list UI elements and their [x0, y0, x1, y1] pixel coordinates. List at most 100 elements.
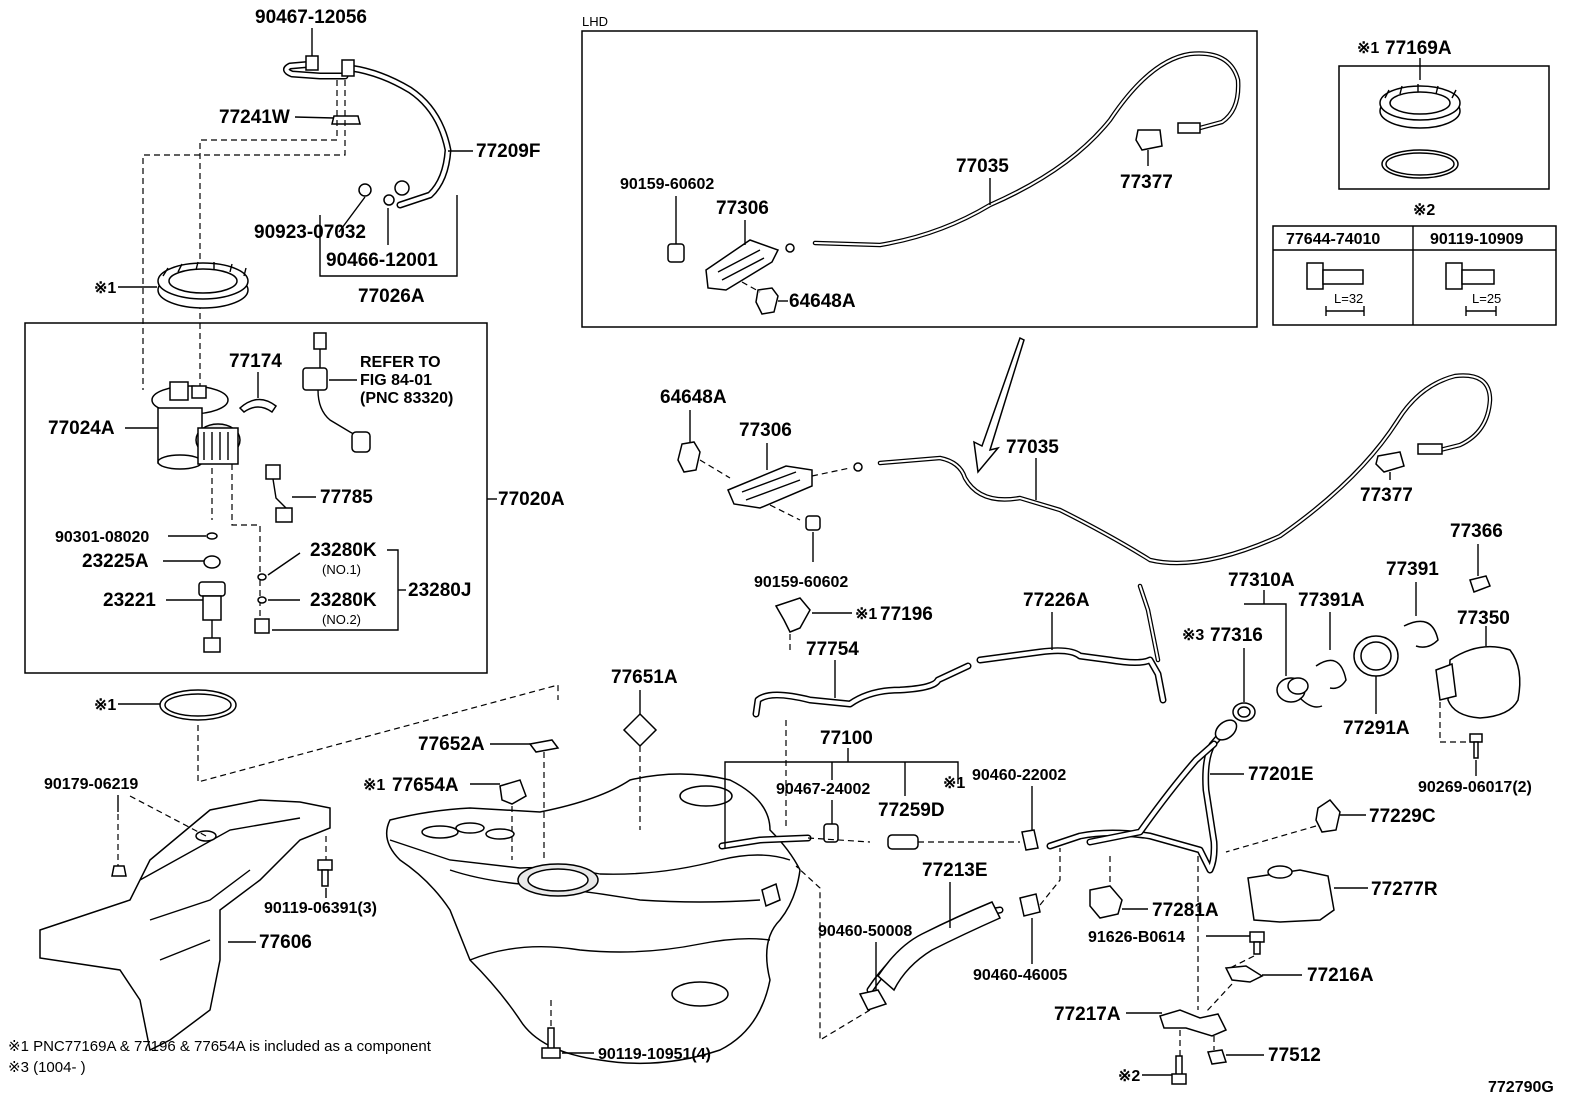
refer-to-line-2: FIG 84-01 [360, 372, 432, 389]
opener-cable-main [853, 373, 1493, 566]
bolt-table-box [1272, 225, 1557, 326]
lhd-inset-box [581, 30, 1258, 328]
hose-77259d [887, 834, 919, 850]
label-77169a: 77169A [1385, 38, 1452, 59]
label-90159-60602: 90159-60602 [754, 574, 848, 591]
note-2-box: ※2 [1413, 202, 1435, 219]
screw-90269-06017 [1469, 733, 1483, 759]
filler-pipe-77201e [1046, 719, 1238, 874]
figure-code: 772790G [1488, 1079, 1554, 1096]
label-64648a-lhd: 64648A [789, 291, 856, 312]
pump-assembly-box [24, 322, 488, 674]
clip-small [383, 194, 395, 206]
bracket-77217a [1159, 1009, 1228, 1037]
note-1-77169a: ※1 [1357, 40, 1379, 57]
clip-77229c [1315, 799, 1341, 833]
note-1-oring: ※1 [94, 697, 116, 714]
footnote-3: ※3 (1004- ) [8, 1059, 86, 1076]
label-23280k-no1: 23280K [310, 540, 377, 561]
clip-77196 [774, 597, 811, 633]
bolt-note-2 [1171, 1055, 1187, 1085]
label-23280j: 23280J [408, 580, 471, 601]
label-23280k-no2: 23280K [310, 590, 377, 611]
tube-77226a [976, 583, 1167, 704]
label-77196: 77196 [880, 604, 933, 625]
clip-64648a-lhd [755, 287, 779, 315]
label-77217a: 77217A [1054, 1004, 1121, 1025]
clip-64648a [677, 441, 701, 473]
tube-clip [305, 55, 319, 71]
bracket-77216a [1224, 965, 1264, 983]
label-77512: 77512 [1268, 1045, 1321, 1066]
label-77654a: 77654A [392, 775, 459, 796]
label-no2: (NO.2) [322, 612, 361, 627]
label-77259d: 77259D [878, 800, 945, 821]
nut-90179 [111, 865, 127, 877]
hose-77213e [866, 901, 1004, 994]
label-l25: L=25 [1472, 291, 1501, 306]
bolt-77644-74010 [1306, 262, 1365, 316]
label-plate-77651a [622, 712, 658, 748]
label-90269-06017: 90269-06017(2) [1418, 779, 1532, 796]
label-77035: 77035 [1006, 437, 1059, 458]
label-90467-12056: 90467-12056 [255, 7, 367, 28]
label-77316: 77316 [1210, 625, 1263, 646]
label-90119-10909: 90119-10909 [1430, 231, 1524, 248]
note-3-77316: ※3 [1182, 627, 1204, 644]
bolt-90159-60602 [769, 504, 821, 531]
clamp-77281a [1089, 885, 1123, 919]
refer-to-line-3: (PNC 83320) [360, 390, 453, 407]
label-77366: 77366 [1450, 521, 1503, 542]
opener-lever-77306 [727, 465, 813, 509]
label-23225a: 23225A [82, 551, 149, 572]
fuel-pump-tube-assembly [283, 55, 452, 209]
label-77652a: 77652A [418, 734, 485, 755]
note-1-77100: ※1 [943, 775, 965, 792]
label-l32: L=32 [1334, 291, 1363, 306]
lhd-arrow-icon [973, 336, 1025, 474]
ring-77391 [1403, 620, 1439, 648]
label-77241w: 77241W [219, 107, 290, 128]
spring-77366 [1469, 575, 1491, 593]
ring-77391a [1315, 659, 1347, 690]
opener-lever-lhd [667, 239, 795, 291]
label-77020a: 77020A [498, 489, 565, 510]
cushion-77174 [238, 398, 278, 414]
label-77213e: 77213E [922, 860, 988, 881]
label-91626-b0614: 91626-B0614 [1088, 929, 1185, 946]
label-77291a: 77291A [1343, 718, 1410, 739]
tube-connector [341, 59, 355, 77]
label-77201e: 77201E [1248, 764, 1314, 785]
label-77216a: 77216A [1307, 965, 1374, 986]
oring-23280k-2 [257, 596, 267, 604]
gasket-90301 [206, 532, 218, 540]
fuel-cap-77310a [1276, 677, 1323, 708]
clamp-90460-46005 [1019, 893, 1041, 917]
fuel-tank-77100 [385, 773, 812, 1065]
label-77035-lhd: 77035 [956, 156, 1009, 177]
oring-23280k-1 [257, 573, 267, 581]
note-1-77196: ※1 [855, 606, 877, 623]
label-no1: (NO.1) [322, 562, 361, 577]
label-77024a: 77024A [48, 418, 115, 439]
clamp-90460-50008 [858, 989, 888, 1011]
label-77306: 77306 [739, 420, 792, 441]
label-77100: 77100 [820, 728, 873, 749]
fuel-filter-small [254, 618, 270, 634]
label-77350: 77350 [1457, 608, 1510, 629]
label-90467-24002: 90467-24002 [776, 781, 870, 798]
label-90466-12001: 90466-12001 [326, 250, 438, 271]
label-23221: 23221 [103, 590, 156, 611]
label-77785: 77785 [320, 487, 373, 508]
retainer-ring-77169a [1379, 84, 1461, 179]
label-77391a: 77391A [1298, 590, 1365, 611]
splash-shield-77277r [1247, 865, 1335, 923]
bolt-90923 [358, 183, 372, 197]
opener-cable-lhd [812, 51, 1241, 248]
label-77229c: 77229C [1369, 806, 1436, 827]
label-77644-74010: 77644-74010 [1286, 231, 1380, 248]
clip-90467-24002 [823, 823, 839, 843]
label-77377: 77377 [1360, 485, 1413, 506]
label-64648a: 64648A [660, 387, 727, 408]
